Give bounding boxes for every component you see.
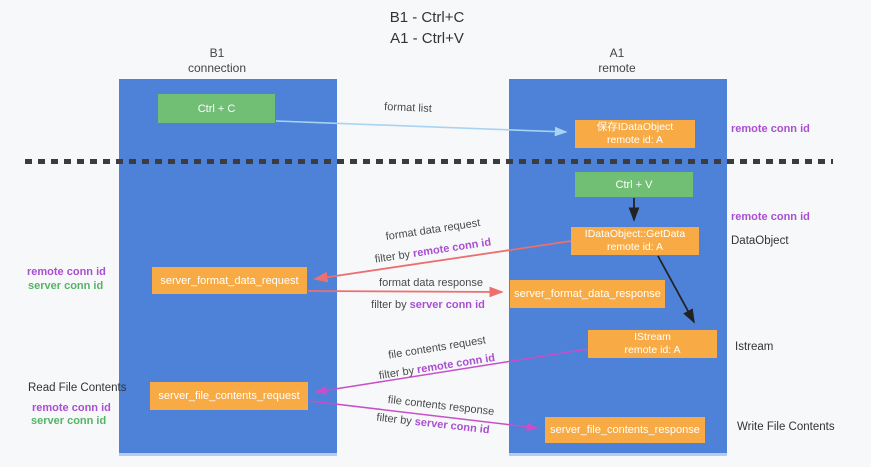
filter-prefix: filter by — [375, 411, 416, 428]
save-idataobject-line1: 保存IDataObject — [596, 121, 674, 133]
filter-prefix: filter by — [371, 299, 410, 311]
remote-conn-id-highlight: remote conn id — [412, 236, 492, 260]
right-column-role: remote — [598, 61, 636, 75]
istream-node: IStream remote id: A — [588, 330, 717, 358]
write-file-contents-annotation: Write File Contents — [737, 421, 835, 433]
left-bottom-server-conn-id-annotation: server conn id — [31, 415, 107, 427]
filter-prefix: filter by — [374, 248, 414, 266]
istream-annotation: Istream — [735, 341, 774, 353]
server-file-contents-request-node: server_file_contents_request — [150, 382, 308, 410]
idataobject-getdata-node: IDataObject::GetData remote id: A — [571, 227, 699, 255]
istream-line2: remote id: A — [624, 344, 681, 356]
left-remote-conn-id-annotation: remote conn id — [27, 266, 106, 278]
save-idataobject-node: 保存IDataObject remote id: A — [575, 120, 695, 148]
left-column-role: connection — [187, 61, 247, 75]
format-list-label: format list — [383, 100, 433, 116]
remote-conn-id-annotation-top: remote conn id — [731, 123, 810, 135]
save-idataobject-line2: remote id: A — [606, 134, 664, 146]
ctrl-v-node: Ctrl + V — [575, 172, 693, 197]
title-line-1: B1 - Ctrl+C — [389, 9, 465, 26]
getdata-line1: IDataObject::GetData — [584, 228, 686, 240]
server-conn-id-highlight: server conn id — [409, 299, 485, 311]
dataobject-annotation: DataObject — [731, 235, 789, 247]
server-format-data-response-node: server_format_data_response — [510, 280, 665, 308]
remote-conn-id-highlight: remote conn id — [416, 351, 496, 377]
format-data-response-arrow — [307, 286, 504, 298]
diagram-title: B1 - Ctrl+C A1 - Ctrl+V — [277, 7, 577, 49]
title-line-2: A1 - Ctrl+V — [390, 30, 464, 47]
format-data-response-label: format data response — [379, 277, 483, 289]
format-data-response-filter-label: filter by server conn id — [371, 299, 485, 311]
right-column-name: A1 — [609, 46, 625, 60]
server-format-data-request-node: server_format_data_request — [152, 267, 307, 294]
phase-separator-dashed-line — [25, 159, 833, 164]
right-column-header: A1 remote — [547, 46, 687, 76]
read-file-contents-annotation: Read File Contents — [28, 382, 127, 394]
left-column-header: B1 connection — [147, 46, 287, 76]
remote-conn-id-annotation-mid: remote conn id — [731, 211, 810, 223]
server-file-contents-response-node: server_file_contents_response — [545, 417, 705, 443]
left-server-conn-id-annotation: server conn id — [28, 280, 104, 292]
left-bottom-remote-conn-id-annotation: remote conn id — [32, 402, 111, 414]
getdata-line2: remote id: A — [606, 241, 664, 253]
filter-prefix: filter by — [378, 364, 419, 383]
server-conn-id-highlight: server conn id — [414, 415, 491, 437]
left-column-name: B1 — [209, 46, 225, 60]
ctrl-c-node: Ctrl + C — [158, 94, 275, 123]
istream-line1: IStream — [634, 331, 671, 343]
